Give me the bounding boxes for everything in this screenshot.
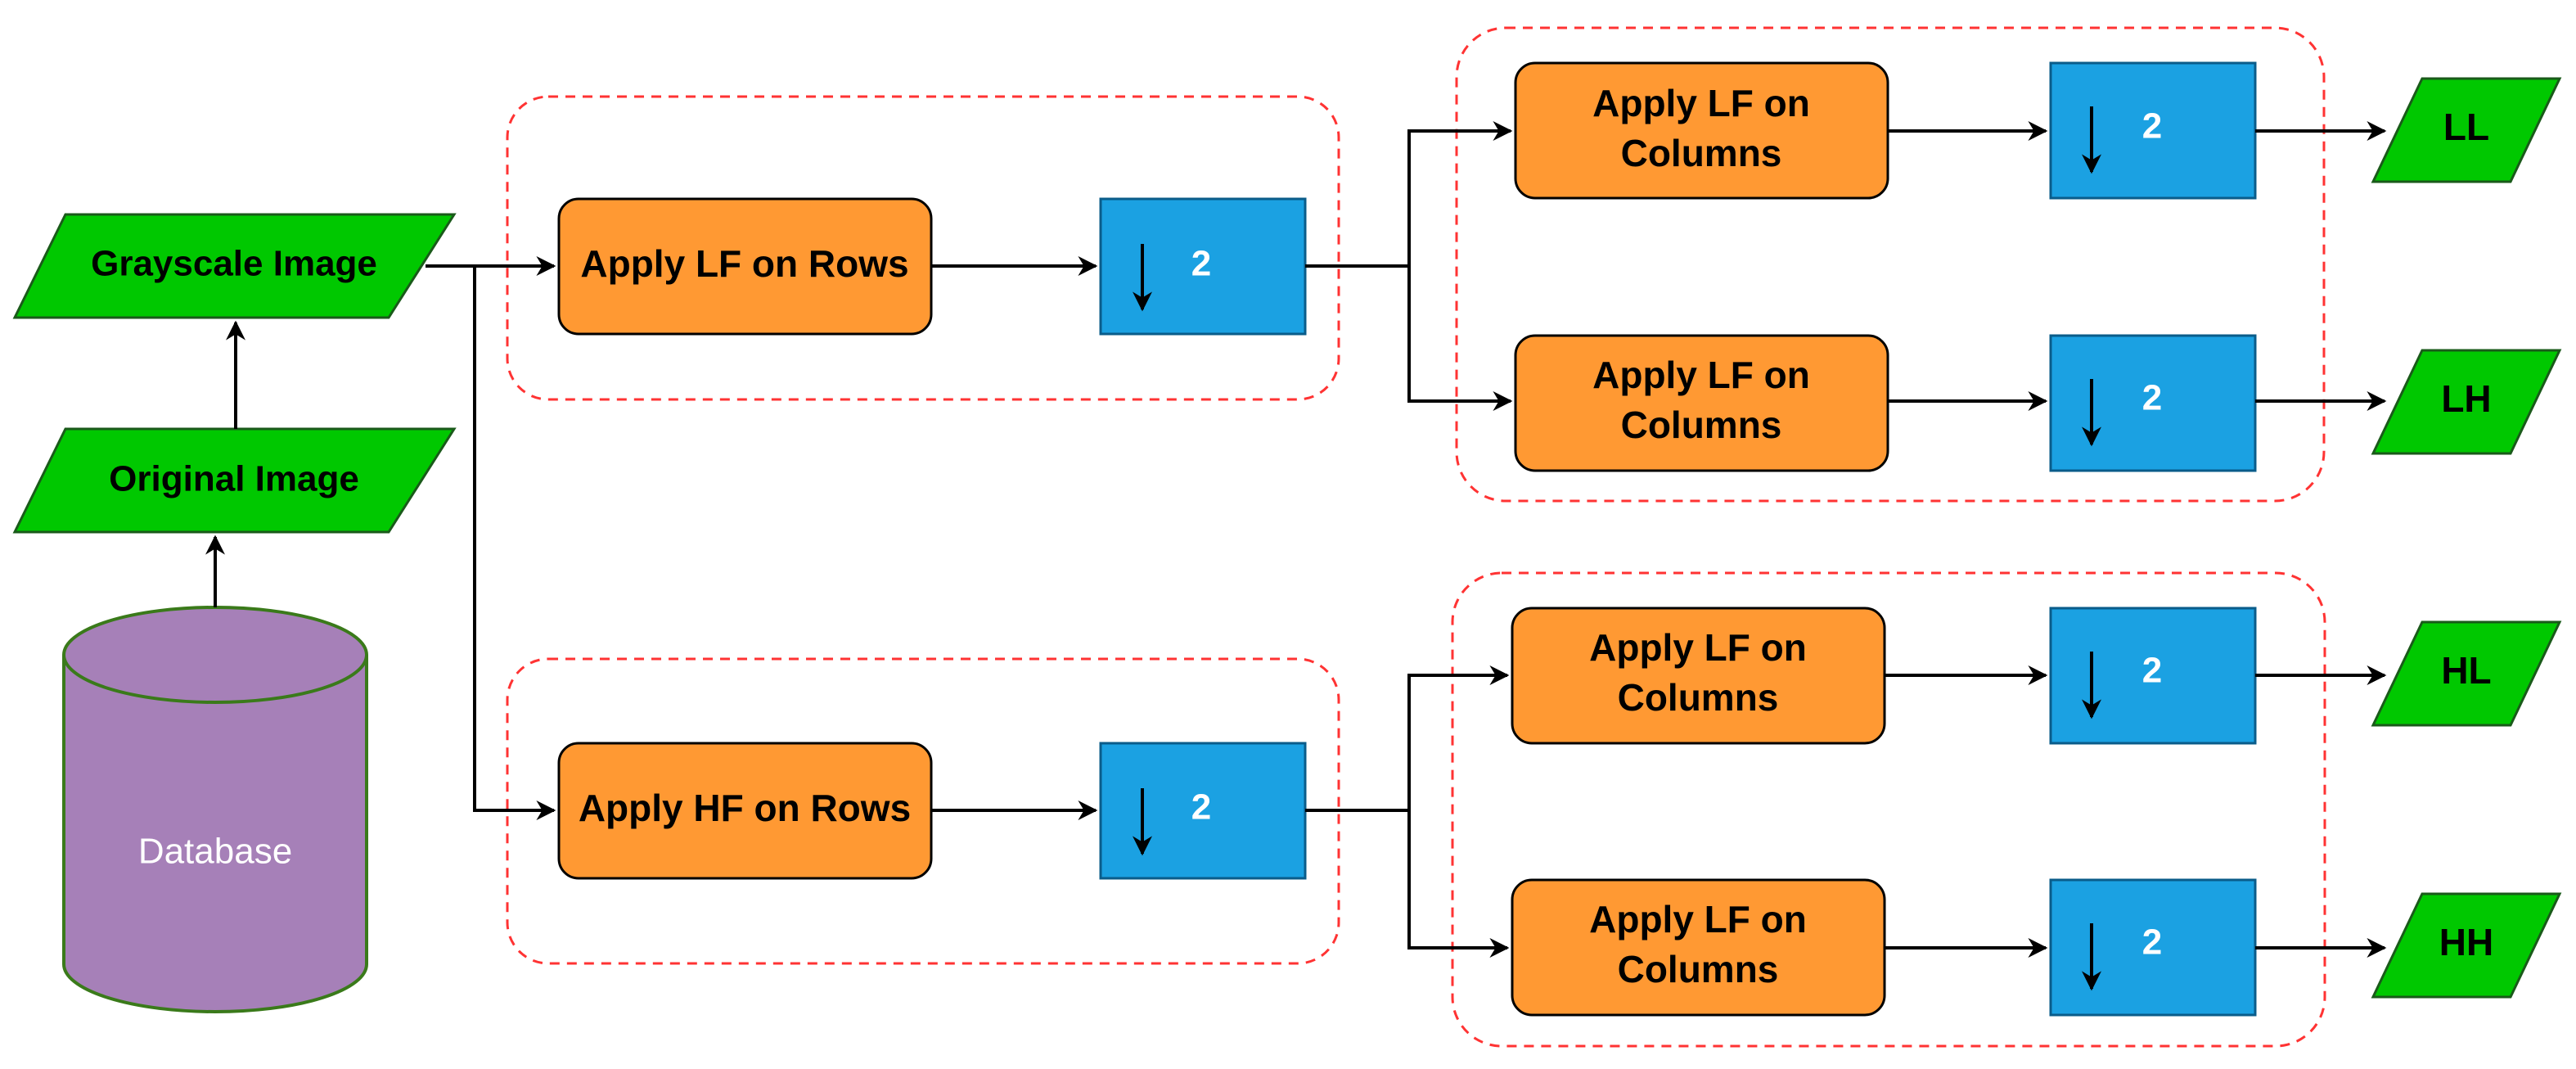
output-ll-label: LL bbox=[2443, 106, 2489, 148]
connectors bbox=[205, 121, 2387, 958]
lf-rows-label: Apply LF on Rows bbox=[580, 242, 908, 285]
output-ll-node: LL bbox=[2371, 77, 2562, 183]
col-filter-ll-line2: Columns bbox=[1621, 132, 1782, 174]
downsample-col-hl: 2 bbox=[2049, 607, 2257, 745]
col-filter-hh-line2: Columns bbox=[1618, 948, 1779, 990]
downsample-col-lh: 2 bbox=[2049, 334, 2257, 472]
col-filter-lh-line1: Apply LF on bbox=[1592, 354, 1810, 396]
downsample-factor: 2 bbox=[2142, 651, 2162, 691]
hf-rows-label: Apply HF on Rows bbox=[579, 787, 911, 829]
database-label: Database bbox=[138, 832, 292, 872]
downsample-factor: 2 bbox=[1191, 787, 1211, 828]
original-image-label: Original Image bbox=[109, 459, 359, 499]
output-lh-label: LH bbox=[2441, 377, 2491, 420]
col-filter-ll: Apply LF on Columns bbox=[1514, 61, 1889, 200]
downsample-rows-high: 2 bbox=[1099, 742, 1307, 880]
group-high-columns bbox=[1451, 571, 2326, 1048]
grayscale-image-node: Grayscale Image bbox=[12, 213, 457, 319]
downsample-col-ll: 2 bbox=[2049, 61, 2257, 200]
connector-ds-hh bbox=[1407, 810, 1510, 958]
connector-gray-hfrows bbox=[473, 266, 556, 820]
col-filter-lh: Apply LF on Columns bbox=[1514, 334, 1889, 472]
output-hl-label: HL bbox=[2441, 649, 2491, 692]
output-hl-node: HL bbox=[2371, 620, 2562, 727]
downsample-factor: 2 bbox=[1191, 244, 1211, 284]
original-image-node: Original Image bbox=[12, 427, 457, 534]
col-filter-hh: Apply LF on Columns bbox=[1511, 878, 1886, 1017]
downsample-rows-low: 2 bbox=[1099, 197, 1307, 336]
group-low-columns bbox=[1455, 26, 2326, 503]
col-filter-hl: Apply LF on Columns bbox=[1511, 607, 1886, 745]
col-filter-hl-line2: Columns bbox=[1618, 676, 1779, 719]
downsample-factor: 2 bbox=[2142, 922, 2162, 963]
grayscale-image-label: Grayscale Image bbox=[91, 244, 377, 284]
col-filter-hl-line1: Apply LF on bbox=[1589, 626, 1807, 669]
col-filter-lh-line2: Columns bbox=[1621, 404, 1782, 446]
connector-ds-lh bbox=[1407, 266, 1513, 411]
col-filter-hh-line1: Apply LF on bbox=[1589, 898, 1807, 940]
col-filter-ll-line1: Apply LF on bbox=[1592, 82, 1810, 124]
output-hh-label: HH bbox=[2439, 921, 2493, 963]
downsample-factor: 2 bbox=[2142, 378, 2162, 418]
output-lh-node: LH bbox=[2371, 349, 2562, 455]
connector-ds-ll bbox=[1305, 121, 1513, 268]
connector-ds-hl bbox=[1305, 665, 1510, 812]
hf-rows-node: Apply HF on Rows bbox=[557, 742, 933, 880]
output-hh-node: HH bbox=[2371, 892, 2562, 999]
downsample-factor: 2 bbox=[2142, 106, 2162, 147]
lf-rows-node: Apply LF on Rows bbox=[557, 197, 933, 336]
database-cylinder: Database bbox=[62, 606, 368, 1013]
downsample-col-hh: 2 bbox=[2049, 878, 2257, 1017]
